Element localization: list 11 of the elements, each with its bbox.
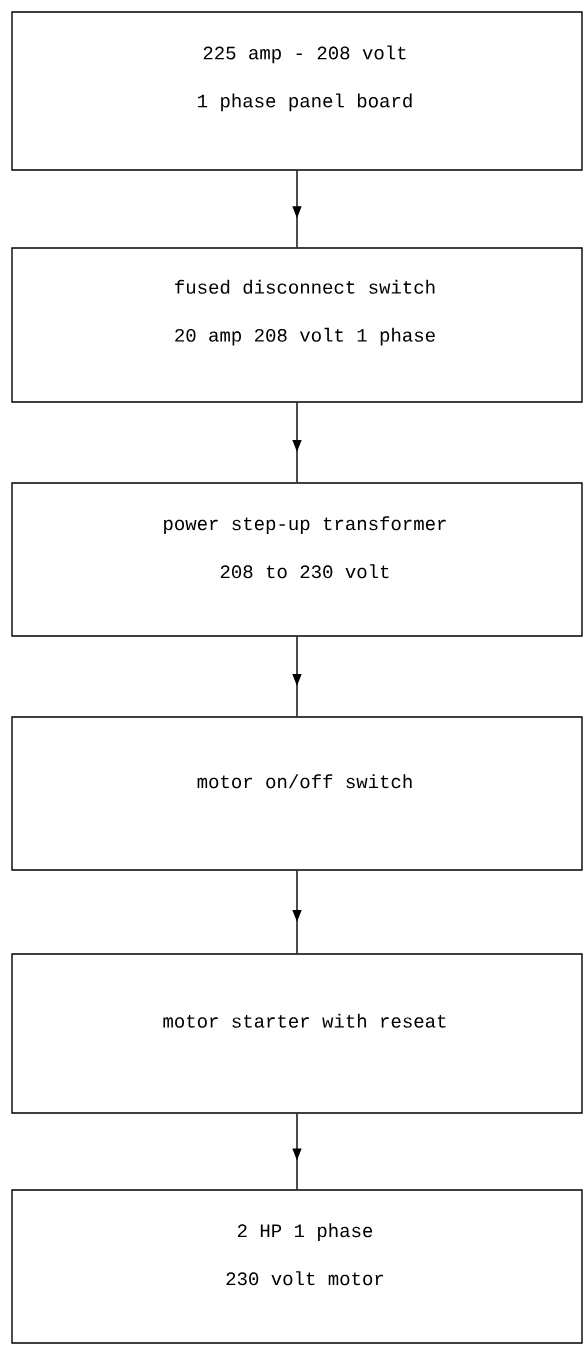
arrow: [292, 1113, 302, 1190]
process-box: power step-up transformer 208 to 230 volt: [11, 482, 583, 637]
arrow: [292, 402, 302, 483]
process-box: motor on/off switch: [11, 716, 583, 871]
process-box: 225 amp - 208 volt 1 phase panel board: [11, 11, 583, 171]
arrow: [292, 636, 302, 717]
process-box: motor starter with reseat: [11, 953, 583, 1114]
arrow: [292, 170, 302, 248]
arrow: [292, 870, 302, 954]
process-box: fused disconnect switch 20 amp 208 volt 1 phase: [11, 247, 583, 403]
process-box: 2 HP 1 phase 230 volt motor: [11, 1189, 583, 1344]
